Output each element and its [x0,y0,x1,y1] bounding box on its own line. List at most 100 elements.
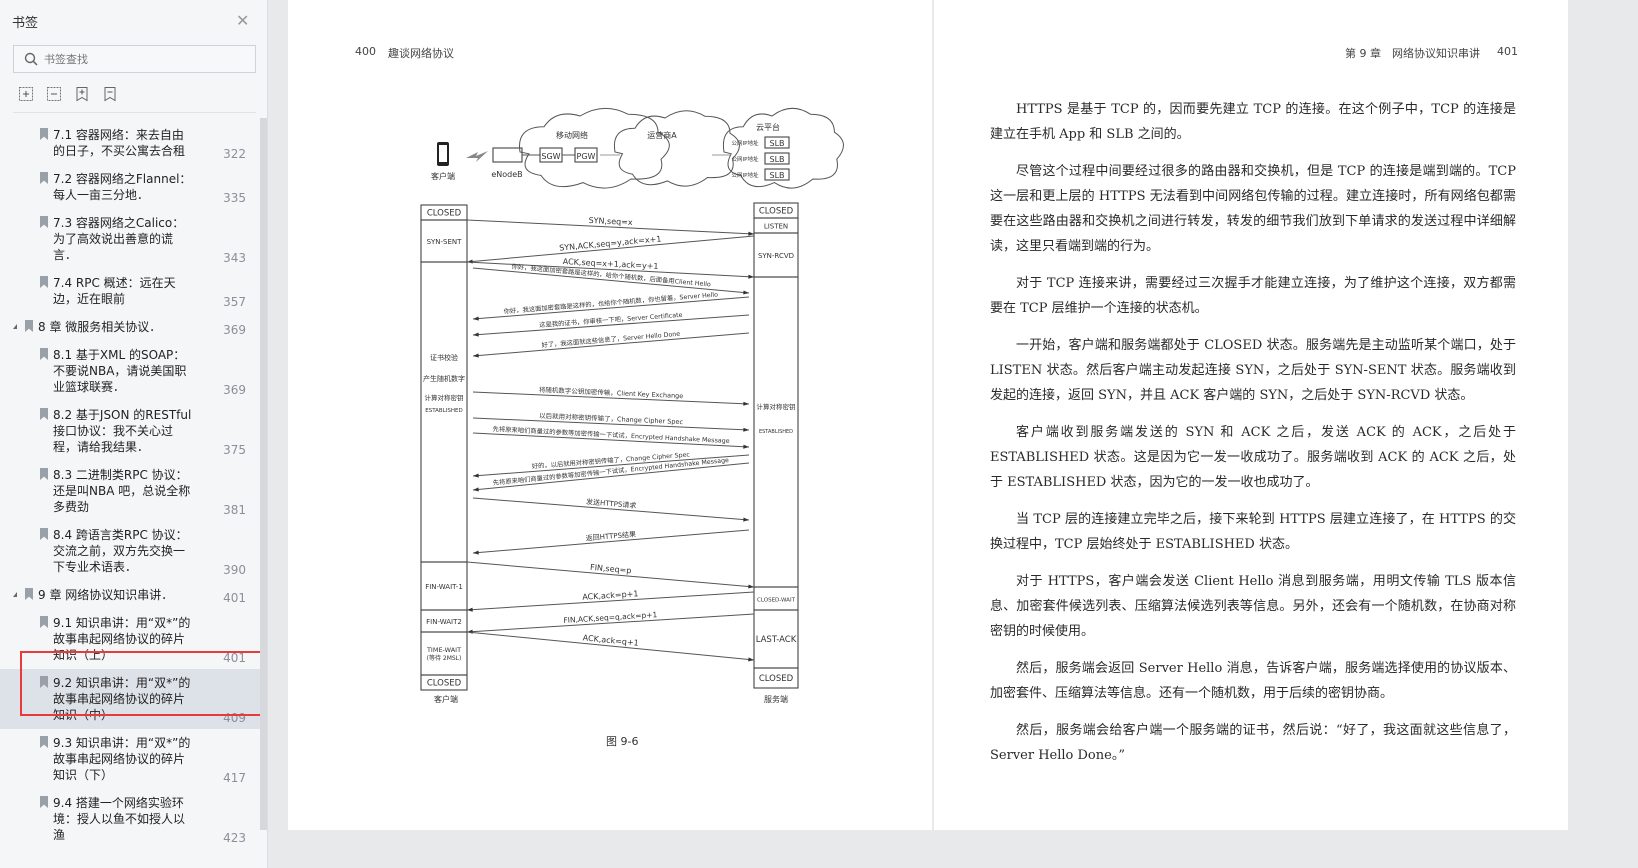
message-arrow [472,529,750,554]
diagram-label: 运营商A [647,130,677,140]
arrowhead [743,517,749,522]
message-arrow [466,591,755,611]
arrowhead [743,401,749,406]
message-arrow [472,332,750,357]
bookmark-toolbar [18,86,118,102]
phone-screen [439,145,447,162]
bookmark-icon [40,172,48,184]
diagram-label: CLOSED [759,674,794,684]
expand-toggle-icon[interactable] [13,324,17,329]
client-note: 产生随机数字 [423,374,465,383]
bookmark-label: 8.3 二进制类RPC 协议：还是叫NBA 吧，总说全称多费劲 [53,468,191,514]
bookmark-label: 8.2 基于JSON 的RESTful接口协议：我不关心过程，请给我结果． [53,408,192,454]
message-arrow [472,417,750,431]
expand-toggle-icon[interactable] [13,592,17,597]
bookmark-page: 381 [223,503,246,517]
message-label: 发送HTTPS请求 [586,497,637,510]
bookmark-item[interactable]: 9 章 网络协议知识串讲．401 [0,581,260,609]
message-label: ACK,ack=p+1 [582,589,639,602]
message-arrow [472,497,750,521]
paragraph: 然后，服务端会给客户端一个服务端的证书，然后说：“好了，我这面就这些信息了，Se… [990,723,1516,764]
body-text: HTTPS 是基于 TCP 的，因而要先建立 TCP 的连接。在这个例子中，TC… [990,98,1516,782]
arrowhead [473,487,479,492]
bookmark-item[interactable]: 9.1 知识串讲：用“双*”的故事串起网络协议的碎片知识（上）401 [0,609,260,669]
bookmark-search[interactable] [13,45,256,73]
bookmark-page: 417 [223,771,246,785]
bookmark-icon [40,736,48,748]
bookmark-page: 369 [223,383,246,397]
bookmark-label: 7.1 容器网络：来去自由的日子，不买公寓去合租 [53,128,186,158]
diagram-label: 移动网络 [556,130,588,140]
bookmark-label: 7.2 容器网络之Flannel：每人一亩三分地． [53,172,192,202]
bookmark-item[interactable]: 9.2 知识串讲：用“双*”的故事串起网络协议的碎片知识（中）409 [0,669,260,729]
close-icon[interactable]: ✕ [236,11,250,30]
bookmark-page: 322 [223,147,246,161]
message-arrow [472,432,750,448]
search-icon [24,52,38,66]
slb-box [764,136,790,149]
bookmark-label: 8 章 微服务相关协议． [38,320,162,334]
paragraph: 一开始，客户端和服务端都处于 CLOSED 状态。服务端先是主动监听某个端口，处… [990,338,1516,403]
pgw-box [574,147,598,163]
scrollbar-thumb[interactable] [260,118,267,830]
message-label: 返回HTTPS结果 [585,529,636,542]
paragraph: 对于 HTTPS，客户端会发送 Client Hello 消息到服务端，用明文传… [990,574,1516,639]
message-arrow [472,462,750,491]
diagram-label: (等待 2MSL) [427,654,462,662]
bookmark-icon [40,216,48,228]
running-header: 趣谈网络协议 [388,47,454,60]
client-note: 证书校验 [430,353,458,362]
bookmark-item[interactable]: 8.2 基于JSON 的RESTful接口协议：我不关心过程，请给我结果．375 [0,401,260,461]
expand-all-icon[interactable] [18,86,34,102]
bookmark-item[interactable]: 8.4 跨语言类RPC 协议：交流之前，双方先交换一下专业术语表． 390 [0,521,260,581]
bookmark-page: 423 [223,831,246,845]
diagram-label: 公网IP地址 [732,155,759,163]
diagram-label: 公网IP地址 [732,171,759,179]
arrowhead [748,657,754,662]
bookmark-icon [40,276,48,288]
divider [13,112,256,113]
arrowhead [743,290,749,295]
client-column-label: 客户端 [434,694,458,704]
arrowhead [748,274,754,279]
bookmark-icon [40,616,48,628]
bookmark-page: 343 [223,251,246,265]
chapter-label: 第 9 章 [1345,47,1381,60]
server-state-box [753,667,799,689]
client-note: 计算对称密钥 [425,393,464,402]
bookmark-item[interactable]: 7.1 容器网络：来去自由的日子，不买公寓去合租 322 [0,121,260,165]
bookmark-item[interactable]: 8.1 基于XML 的SOAP：不要说NBA，请说美国职业篮球联赛． 369 [0,341,260,401]
bookmark-page: 401 [223,591,246,605]
message-label: SYN,ACK,seq=y,ack=x+1 [559,234,662,252]
diagram-label: SYN-RCVD [758,252,794,260]
diagram-label: FIN-WAIT2 [426,618,462,626]
server-note: 计算对称密钥 [757,402,796,411]
bookmark-item[interactable]: 8 章 微服务相关协议．369 [0,313,260,341]
bookmark-item[interactable]: 7.3 容器网络之Calico：为了高效说出善意的谎言．343 [0,209,260,269]
bookmark-icon [40,468,48,480]
collapse-all-icon[interactable] [46,86,62,102]
remove-bookmark-icon[interactable] [102,86,118,102]
message-label: 好了，我这面就这些信息了，Server Hello Done [541,329,680,350]
paragraph: 然后，服务端会返回 Server Hello 消息，告诉客户端，服务端选择使用的… [990,661,1516,702]
arrowhead [473,550,479,555]
message-arrow [466,261,755,278]
server-column-label: 服务端 [764,694,788,704]
bookmark-search-input[interactable] [44,52,224,66]
bookmark-label: 9.3 知识串讲：用“双*”的故事串起网络协议的碎片知识（下） [53,736,191,782]
diagram-label: LAST-ACK [756,635,797,645]
add-bookmark-icon[interactable] [74,86,90,102]
bookmark-item[interactable]: 8.3 二进制类RPC 协议：还是叫NBA 吧，总说全称多费劲 381 [0,461,260,521]
bookmark-label: 8.1 基于XML 的SOAP：不要说NBA，请说美国职业篮球联赛． [53,348,187,394]
bookmark-item[interactable]: 9.3 知识串讲：用“双*”的故事串起网络协议的碎片知识（下） 417 [0,729,260,789]
diagram-label: SLB [769,171,784,180]
bookmark-item[interactable]: 7.2 容器网络之Flannel：每人一亩三分地．335 [0,165,260,209]
bookmark-label: 8.4 跨语言类RPC 协议：交流之前，双方先交换一下专业术语表． [53,528,188,574]
running-header: 网络协议知识串讲 [1392,47,1480,60]
arrowhead [473,332,479,337]
bookmark-page: 390 [223,563,246,577]
sidebar-scrollbar[interactable] [260,118,267,830]
